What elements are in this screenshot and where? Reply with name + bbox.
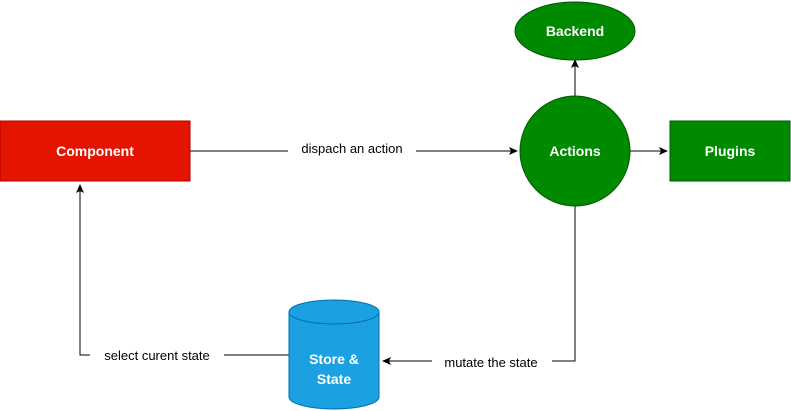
edge-dispatch: dispach an action	[190, 141, 518, 157]
backend-ellipse	[514, 1, 636, 61]
node-store[interactable]: Store & State	[288, 299, 380, 410]
edge-label-dispatch: dispach an action	[301, 141, 402, 156]
backend-label: Backend	[546, 23, 604, 39]
store-cylinder-top	[288, 299, 380, 325]
node-actions[interactable]: Actions	[519, 95, 631, 207]
plugins-box	[669, 120, 791, 182]
store-cylinder-body	[288, 311, 380, 410]
edge-label-select: select curent state	[104, 348, 210, 363]
edge-select: select curent state	[76, 184, 289, 364]
component-label: Component	[56, 143, 134, 159]
plugins-label: Plugins	[705, 143, 756, 159]
actions-circle	[519, 95, 631, 207]
store-label-line1: Store &	[309, 351, 359, 367]
actions-label: Actions	[549, 143, 601, 159]
node-backend[interactable]: Backend	[514, 1, 636, 61]
node-component[interactable]: Component	[0, 120, 191, 182]
component-box	[0, 120, 191, 182]
edge-label-mutate: mutate the state	[444, 355, 537, 370]
edge-mutate: mutate the state	[382, 206, 576, 370]
store-label-line2: State	[317, 371, 351, 387]
node-plugins[interactable]: Plugins	[669, 120, 791, 182]
